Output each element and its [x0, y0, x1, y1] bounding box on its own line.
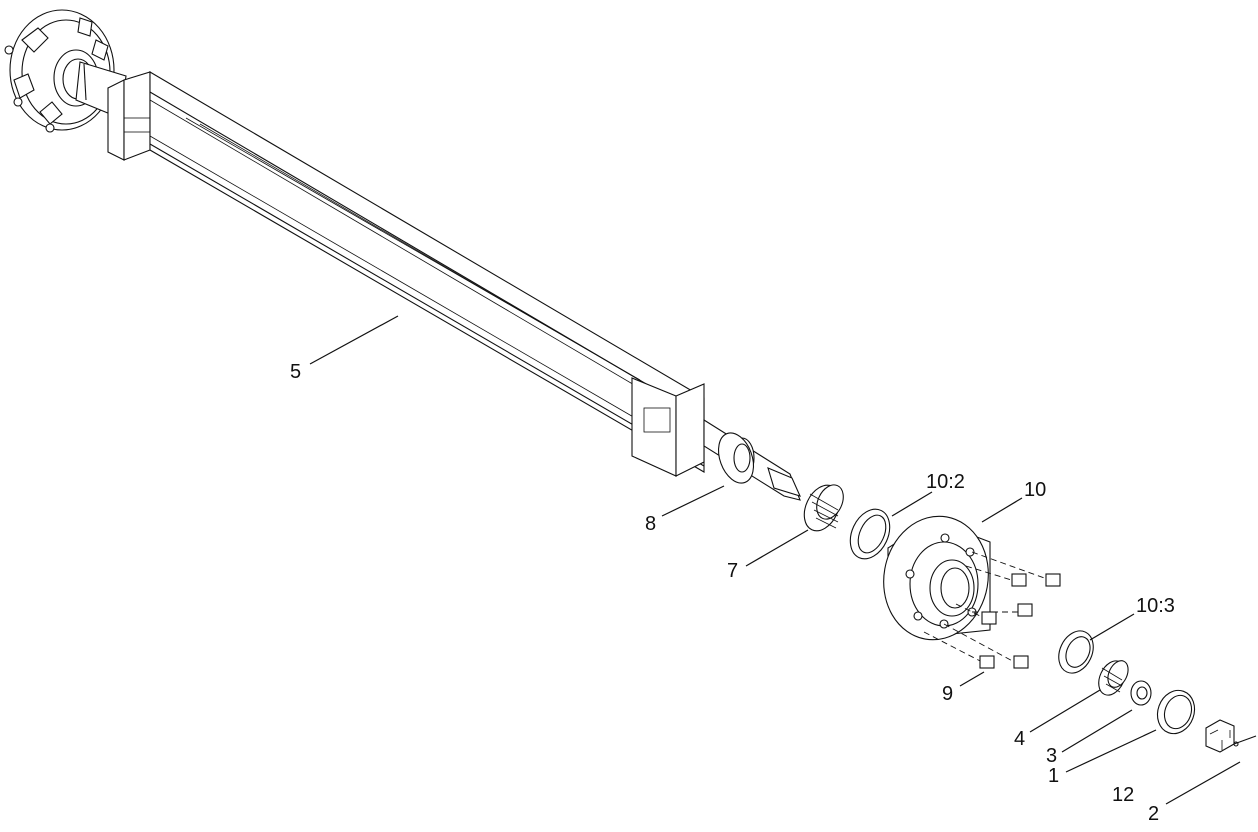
bearing-cup-inner	[849, 508, 891, 560]
callout-10: 10	[1024, 479, 1046, 501]
callout-5: 5	[290, 361, 301, 383]
dust-cap	[1156, 689, 1196, 735]
callout-9: 9	[942, 683, 953, 705]
callout-8: 8	[645, 513, 656, 535]
right-spindle	[703, 419, 801, 501]
callout-labels: 5 8 7 10:2 10 9 10:3 4 3 1 12 2	[290, 361, 1175, 825]
cotter-pin	[1233, 735, 1257, 747]
wheel-bolts	[923, 551, 1061, 669]
washer	[1130, 680, 1152, 706]
callout-10-3: 10:3	[1136, 595, 1175, 617]
bearing-cup-outer	[1058, 630, 1094, 674]
callout-10-2: 10:2	[926, 471, 965, 493]
callout-12: 12	[1112, 784, 1134, 806]
callout-1: 1	[1048, 765, 1059, 787]
left-hub-assembly	[4, 9, 115, 133]
outer-bearing	[1098, 660, 1129, 696]
callout-3: 3	[1046, 745, 1057, 767]
callout-4: 4	[1014, 728, 1025, 750]
callout-7: 7	[727, 560, 738, 582]
axle-beam	[107, 71, 705, 477]
callout-2: 2	[1148, 803, 1159, 825]
inner-bearing	[803, 484, 844, 532]
castle-nut	[1205, 719, 1235, 753]
leader-lines	[309, 315, 1241, 805]
wheel-hub	[883, 515, 991, 641]
